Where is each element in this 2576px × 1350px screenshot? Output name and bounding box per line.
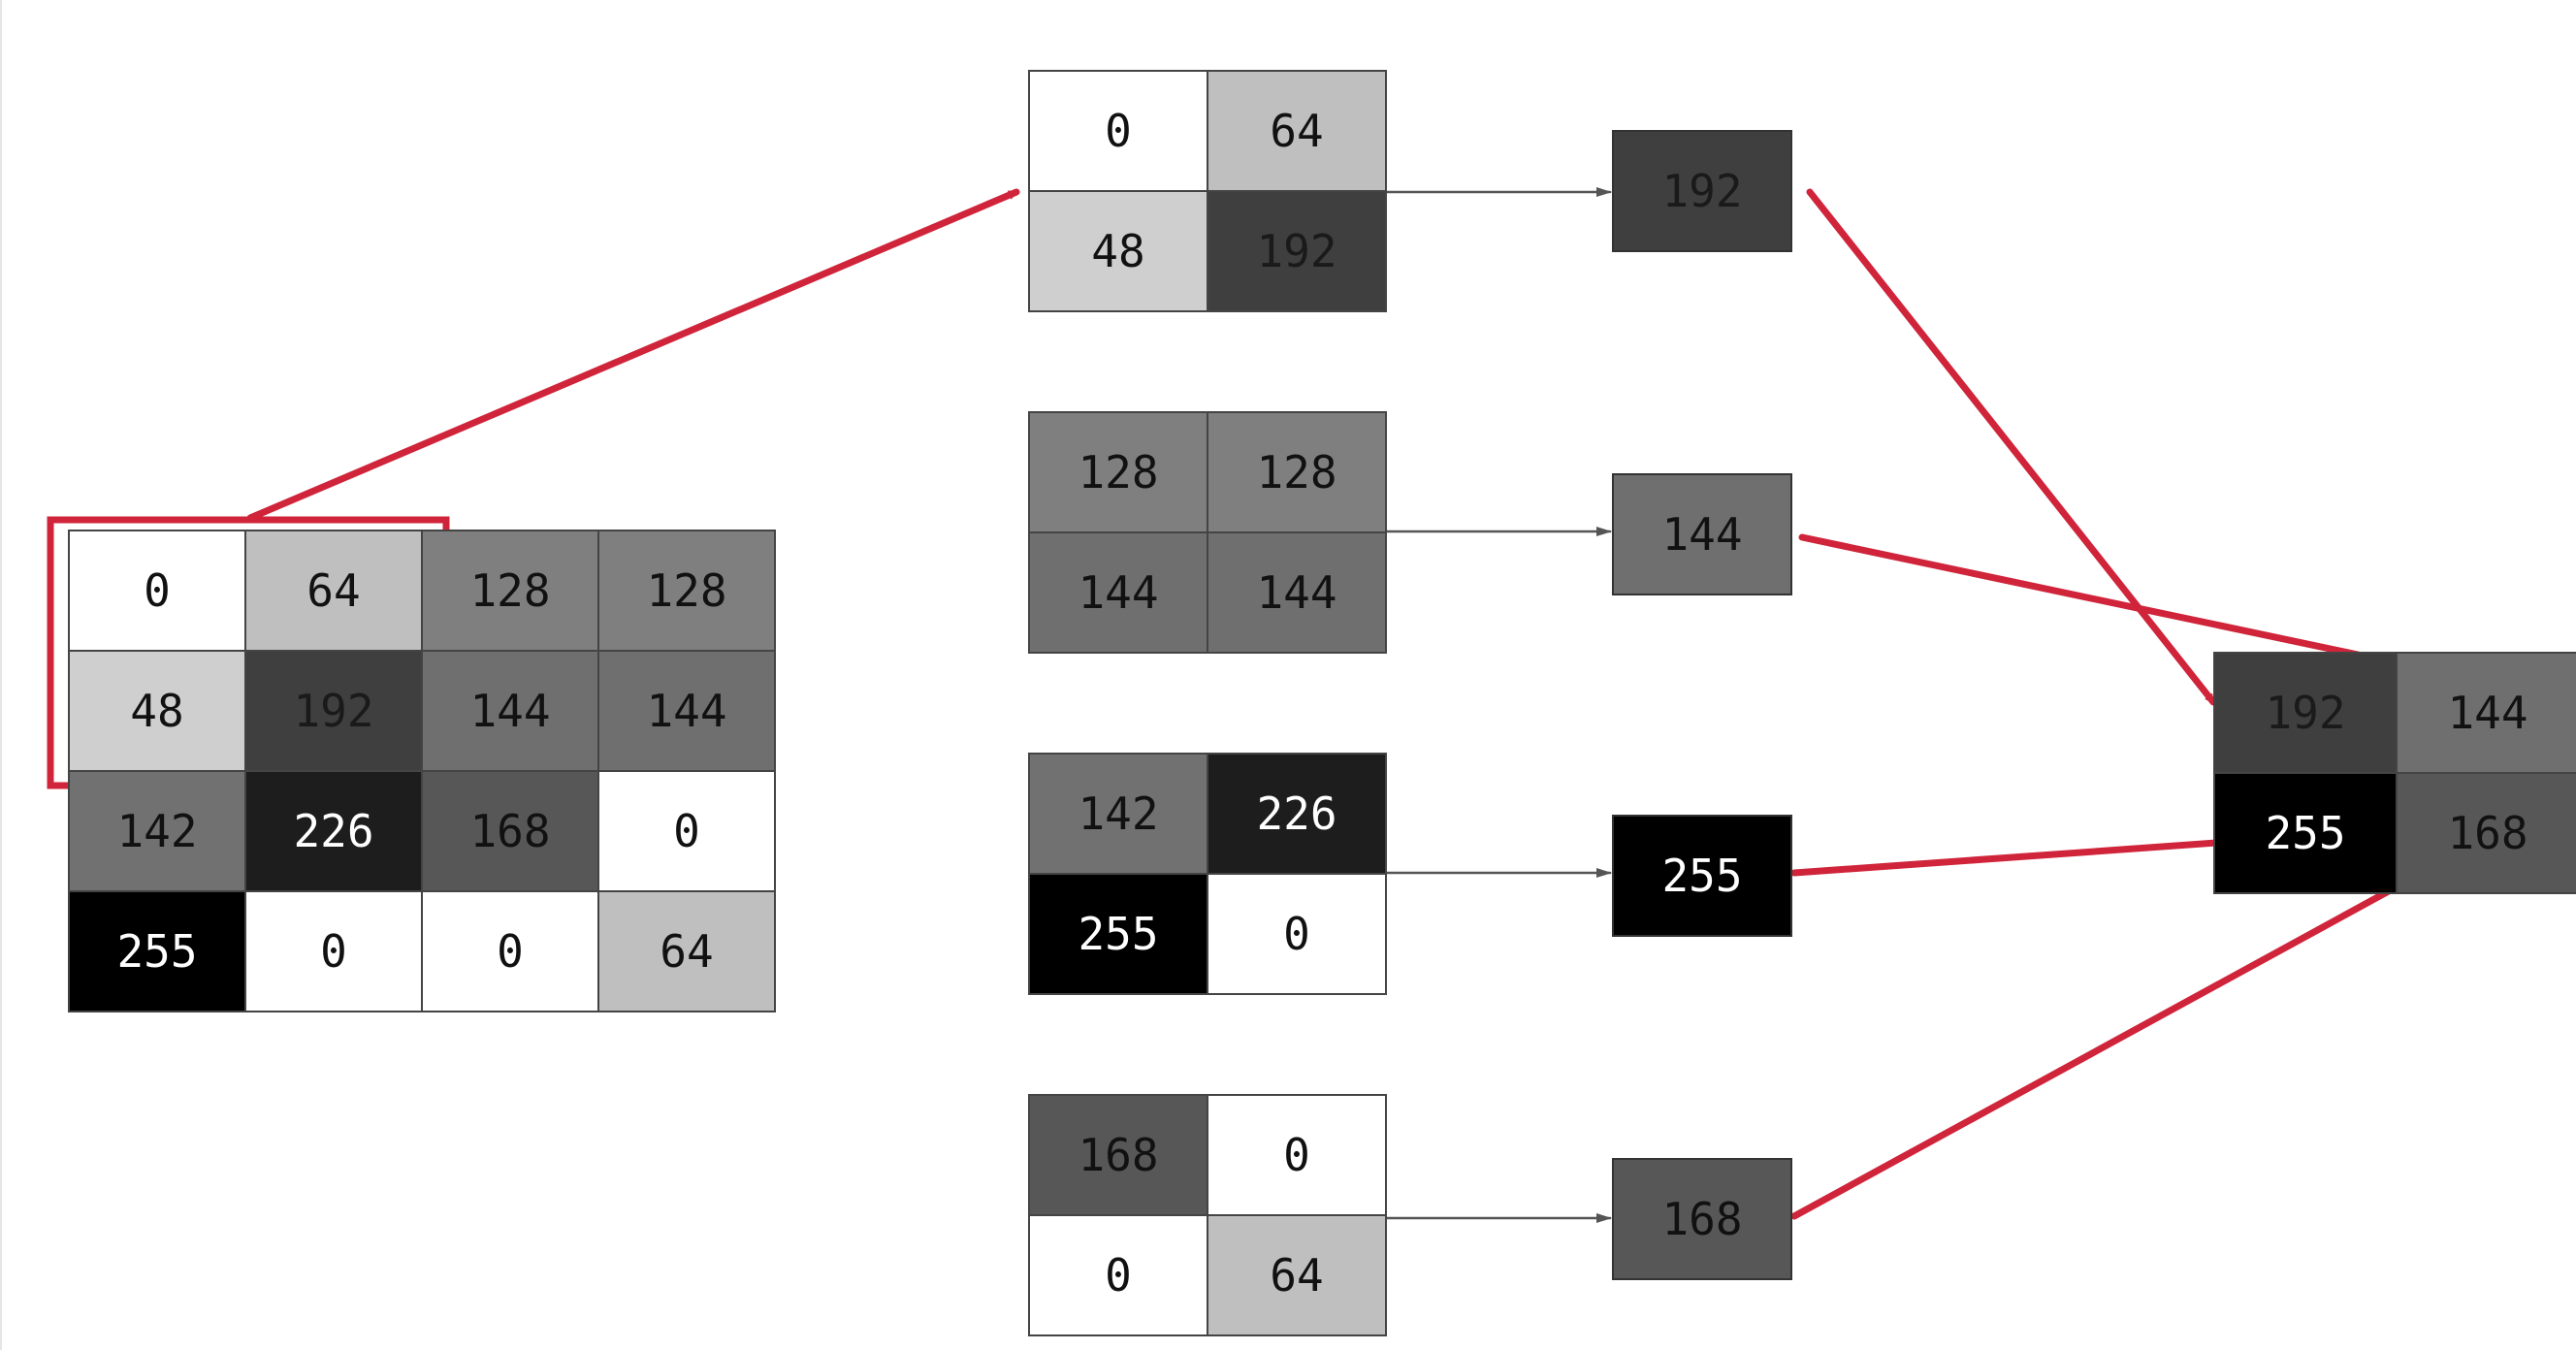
window-1-cell: 192 xyxy=(1207,190,1387,312)
input-cell: 0 xyxy=(244,890,423,1012)
pooled-value-3: 255 xyxy=(1612,815,1792,937)
input-cell: 192 xyxy=(244,650,423,772)
input-cell: 48 xyxy=(68,650,246,772)
output-cell: 192 xyxy=(2213,652,2398,774)
input-cell: 128 xyxy=(421,530,599,652)
input-cell: 0 xyxy=(68,530,246,652)
pooled-value-2: 144 xyxy=(1612,473,1792,595)
window-4-cell: 0 xyxy=(1207,1094,1387,1216)
window-1-cell: 64 xyxy=(1207,70,1387,192)
arrow-to-window-1 xyxy=(246,188,1020,522)
input-cell: 64 xyxy=(597,890,776,1012)
page-edge-divider xyxy=(0,0,2,1350)
input-cell: 128 xyxy=(597,530,776,652)
window-3-cell: 226 xyxy=(1207,753,1387,875)
input-cell: 0 xyxy=(597,770,776,892)
input-cell: 168 xyxy=(421,770,599,892)
arrow-result-1-to-output xyxy=(1806,188,2217,706)
input-cell: 226 xyxy=(244,770,423,892)
arrow-result-4-to-output xyxy=(1790,861,2440,1220)
input-cell: 144 xyxy=(421,650,599,772)
pooled-value-1: 192 xyxy=(1612,130,1792,252)
window-1-cell: 0 xyxy=(1028,70,1208,192)
input-cell: 64 xyxy=(244,530,423,652)
window-1-cell: 48 xyxy=(1028,190,1208,312)
window-3-cell: 255 xyxy=(1028,873,1208,995)
input-cell: 142 xyxy=(68,770,246,892)
input-cell: 255 xyxy=(68,890,246,1012)
output-cell: 144 xyxy=(2396,652,2576,774)
arrow-result-3-to-output xyxy=(1790,837,2235,877)
window-4-cell: 0 xyxy=(1028,1214,1208,1336)
window-2-cell: 144 xyxy=(1207,531,1387,654)
window-2-cell: 128 xyxy=(1028,411,1208,533)
output-cell: 168 xyxy=(2396,772,2576,894)
window-4-cell: 64 xyxy=(1207,1214,1387,1336)
pooled-value-4: 168 xyxy=(1612,1158,1792,1280)
window-3-cell: 0 xyxy=(1207,873,1387,995)
window-3-cell: 142 xyxy=(1028,753,1208,875)
window-2-cell: 128 xyxy=(1207,411,1387,533)
output-cell: 255 xyxy=(2213,772,2398,894)
input-cell: 144 xyxy=(597,650,776,772)
window-2-cell: 144 xyxy=(1028,531,1208,654)
arrow-result-2-to-output xyxy=(1798,533,2431,673)
window-4-cell: 168 xyxy=(1028,1094,1208,1216)
input-cell: 0 xyxy=(421,890,599,1012)
